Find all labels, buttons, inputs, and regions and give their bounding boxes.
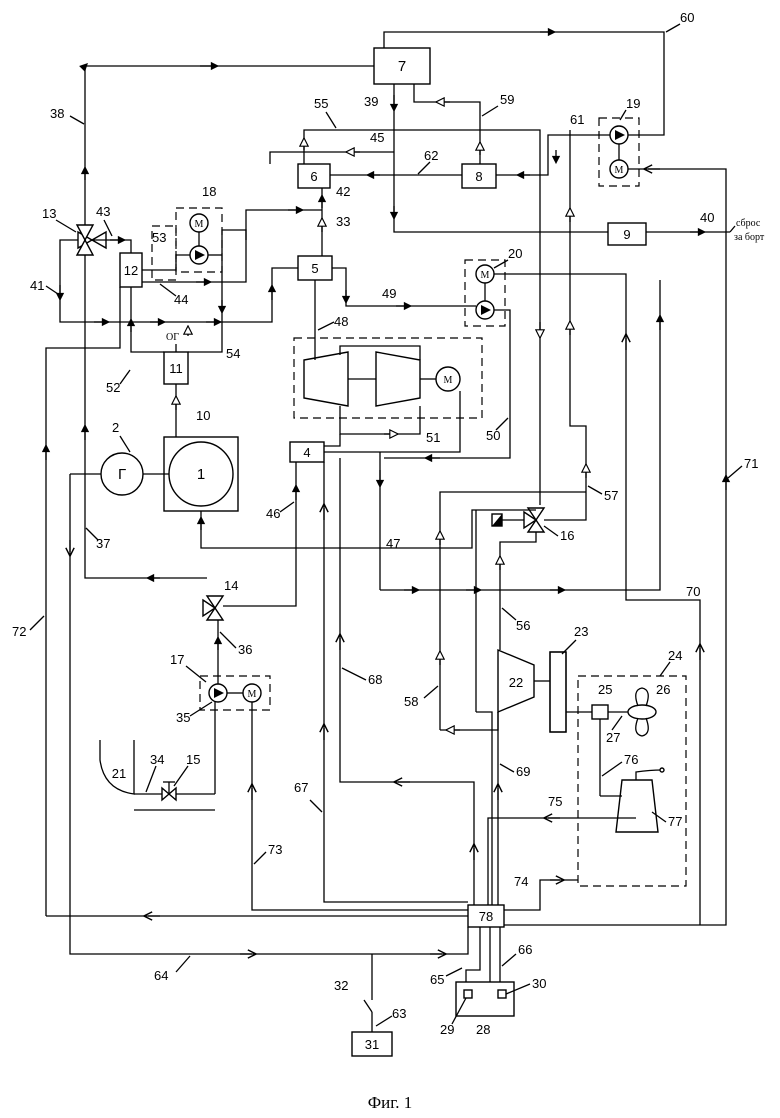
label-36: 36 (238, 642, 252, 657)
block-5-label: 5 (311, 261, 318, 276)
label-17: 17 (170, 652, 184, 667)
block-78-label: 78 (479, 909, 493, 924)
label-28: 28 (476, 1022, 490, 1037)
label-69: 69 (516, 764, 530, 779)
coupling-25 (592, 705, 608, 719)
label-61: 61 (570, 112, 584, 127)
label-68: 68 (368, 672, 382, 687)
label-42: 42 (336, 184, 350, 199)
label-77: 77 (668, 814, 682, 829)
block-7-label: 7 (398, 58, 406, 75)
label-2: 2 (112, 420, 119, 435)
label-35: 35 (176, 710, 190, 725)
label-53: 53 (152, 230, 166, 245)
label-59: 59 (500, 92, 514, 107)
label-73: 73 (268, 842, 282, 857)
label-39: 39 (364, 94, 378, 109)
tank-21-label: 21 (112, 766, 126, 781)
gearbox-23 (550, 652, 566, 732)
label-67: 67 (294, 780, 308, 795)
propeller-26 (628, 705, 656, 719)
label-41: 41 (30, 278, 44, 293)
label-66: 66 (518, 942, 532, 957)
block-29 (464, 990, 472, 998)
block-4-label: 4 (303, 445, 310, 460)
label-29: 29 (440, 1022, 454, 1037)
label-64: 64 (154, 968, 168, 983)
outlet-line-1: сброс (736, 218, 761, 229)
label-27: 27 (606, 730, 620, 745)
label-25: 25 (598, 682, 612, 697)
label-14: 14 (224, 578, 238, 593)
label-48: 48 (334, 314, 348, 329)
label-13: 13 (42, 206, 56, 221)
compressor-stage-2 (376, 352, 420, 406)
label-38: 38 (50, 106, 64, 121)
label-10: 10 (196, 408, 210, 423)
valve-14 (203, 596, 223, 620)
motor-19-symbol: М (615, 165, 624, 176)
label-72: 72 (12, 624, 26, 639)
label-34: 34 (150, 752, 164, 767)
label-63: 63 (392, 1006, 406, 1021)
label-47: 47 (386, 536, 400, 551)
engine-1-label: 1 (197, 466, 205, 483)
label-18: 18 (202, 184, 216, 199)
block-28 (456, 982, 514, 1016)
label-33: 33 (336, 214, 350, 229)
motor-20-symbol: М (481, 270, 490, 281)
label-37: 37 (96, 536, 110, 551)
block-30 (498, 990, 506, 998)
label-57: 57 (604, 488, 618, 503)
label-60: 60 (680, 10, 694, 25)
figure-caption: Фиг. 1 (368, 1093, 413, 1112)
block-8-label: 8 (475, 169, 482, 184)
label-55: 55 (314, 96, 328, 111)
block-6-label: 6 (310, 169, 317, 184)
motor-18-symbol: М (195, 219, 204, 230)
label-76: 76 (624, 752, 638, 767)
label-51: 51 (426, 430, 440, 445)
generator-symbol: Г (118, 466, 126, 483)
label-20: 20 (508, 246, 522, 261)
label-23: 23 (574, 624, 588, 639)
label-49: 49 (382, 286, 396, 301)
rudder-77 (616, 780, 658, 832)
motor-3-symbol: М (444, 375, 453, 386)
label-43: 43 (96, 204, 110, 219)
valve-16 (492, 508, 544, 532)
label-56: 56 (516, 618, 530, 633)
label-52: 52 (106, 380, 120, 395)
label-65: 65 (430, 972, 444, 987)
compressor-stage-1 (304, 352, 348, 406)
label-50: 50 (486, 428, 500, 443)
turbine-22-label: 22 (509, 675, 523, 690)
label-44: 44 (174, 292, 188, 307)
label-26: 26 (656, 682, 670, 697)
label-15: 15 (186, 752, 200, 767)
label-19: 19 (626, 96, 640, 111)
label-46: 46 (266, 506, 280, 521)
label-30: 30 (532, 976, 546, 991)
outlet-line-2: за борт (734, 232, 765, 243)
label-71: 71 (744, 456, 758, 471)
block-11-label: 11 (169, 361, 183, 376)
block-31-label: 31 (365, 1037, 379, 1052)
exhaust-label: ОГ (166, 332, 179, 343)
label-32: 32 (334, 978, 348, 993)
motor-17-symbol: М (248, 689, 257, 700)
label-74: 74 (514, 874, 528, 889)
label-62: 62 (424, 148, 438, 163)
label-70: 70 (686, 584, 700, 599)
label-54: 54 (226, 346, 240, 361)
block-12-label: 12 (124, 263, 138, 278)
label-75: 75 (548, 794, 562, 809)
block-9-label: 9 (623, 227, 630, 242)
label-45: 45 (370, 130, 384, 145)
label-58: 58 (404, 694, 418, 709)
label-24: 24 (668, 648, 682, 663)
label-16: 16 (560, 528, 574, 543)
label-40: 40 (700, 210, 714, 225)
